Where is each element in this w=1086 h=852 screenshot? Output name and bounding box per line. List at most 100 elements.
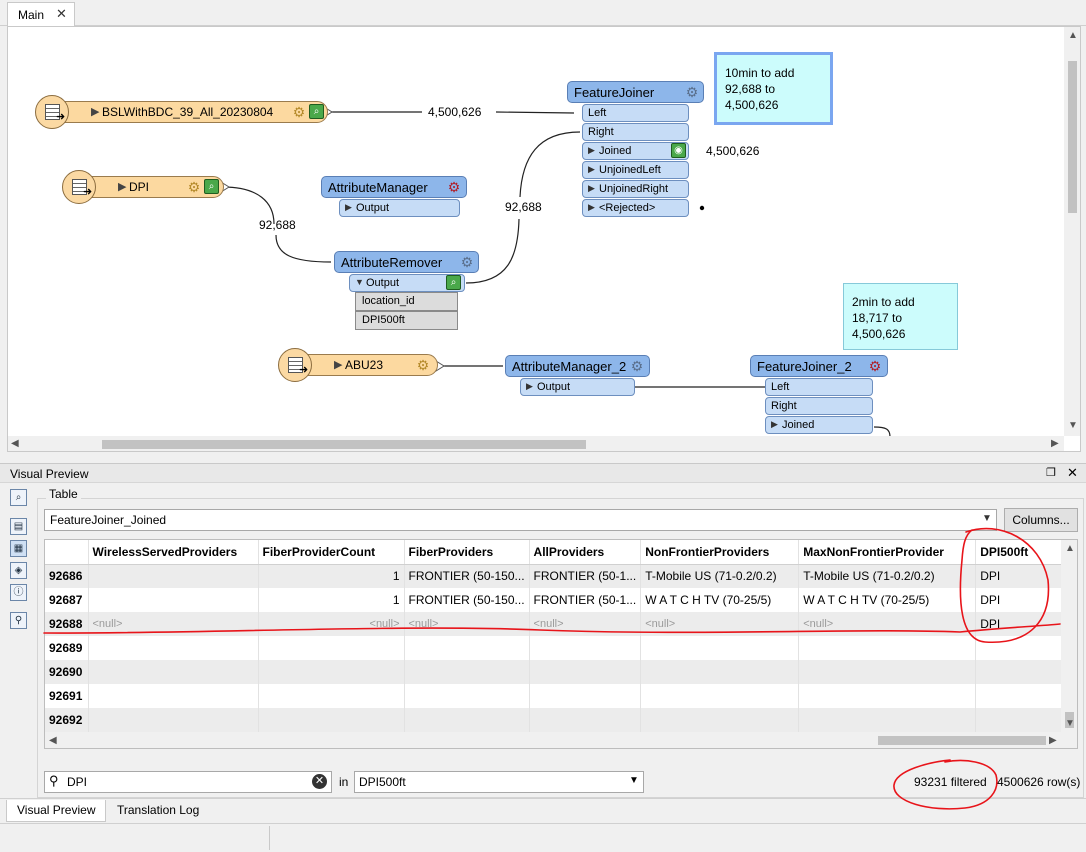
table-cell[interactable]: W A T C H TV (70-25/5)	[798, 588, 977, 612]
workspace-canvas[interactable]: ▶ BSLWithBDC_39_All_20230804 ⚙ ⌕ ➜ ▶ DPI…	[7, 26, 1081, 452]
play-icon[interactable]: ▶	[118, 181, 127, 193]
tab-main[interactable]: Main ✕	[7, 2, 75, 27]
table-row[interactable]: 92689	[45, 636, 1077, 660]
table-cell[interactable]: 1	[258, 588, 405, 612]
table-cell[interactable]	[798, 684, 977, 708]
table-cell[interactable]: FRONTIER (50-1...	[529, 588, 642, 612]
port-right[interactable]: Right	[582, 123, 689, 141]
column-header[interactable]: FiberProviders	[404, 540, 530, 565]
horizontal-scrollbar[interactable]: ◀ ▶	[45, 732, 1077, 748]
search-input[interactable]: ⚲ DPI ✕	[44, 771, 332, 793]
column-header[interactable]	[45, 540, 89, 565]
gear-icon[interactable]: ⚙	[630, 358, 644, 374]
table-cell[interactable]: <null>	[640, 612, 800, 636]
table-cell[interactable]	[258, 660, 405, 684]
gear-icon[interactable]: ⚙	[416, 357, 430, 373]
table-row[interactable]: 92688<null><null><null><null><null><null…	[45, 612, 1077, 636]
table-cell[interactable]	[404, 684, 530, 708]
table-cell[interactable]	[975, 660, 1077, 684]
table-cell[interactable]	[404, 660, 530, 684]
table-cell[interactable]: FRONTIER (50-150...	[404, 588, 530, 612]
inspect-icon[interactable]: ⌕	[309, 104, 324, 119]
layout-icon[interactable]: ▤	[10, 518, 27, 535]
feature-info-icon[interactable]: ⓘ	[10, 584, 27, 601]
table-cell[interactable]: T-Mobile US (71-0.2/0.2)	[798, 564, 977, 588]
gear-icon[interactable]: ⚙	[460, 254, 474, 270]
column-header[interactable]: AllProviders	[529, 540, 642, 565]
close-icon[interactable]: ✕	[56, 6, 67, 21]
columns-button[interactable]: Columns...	[1004, 508, 1078, 532]
table-cell[interactable]: FRONTIER (50-1...	[529, 564, 642, 588]
table-cell[interactable]	[640, 660, 800, 684]
table-cell[interactable]	[529, 708, 642, 732]
play-icon[interactable]: ▶	[334, 359, 343, 371]
table-view-icon[interactable]: ▦	[10, 540, 27, 557]
port-output[interactable]: ▶Output	[339, 199, 460, 217]
table-cell[interactable]	[404, 708, 530, 732]
column-header[interactable]: MaxNonFrontierProvider	[798, 540, 977, 565]
table-cell[interactable]: <null>	[529, 612, 642, 636]
play-icon[interactable]: ▶	[91, 106, 100, 118]
table-cell[interactable]	[975, 708, 1077, 732]
table-cell[interactable]	[258, 636, 405, 660]
table-cell[interactable]	[529, 684, 642, 708]
tab-visual-preview[interactable]: Visual Preview	[6, 800, 107, 822]
table-cell[interactable]	[88, 588, 259, 612]
float-panel-icon[interactable]: ❐	[1046, 467, 1056, 479]
table-cell[interactable]	[88, 708, 259, 732]
column-header[interactable]: FiberProviderCount	[258, 540, 405, 565]
featurejoiner2-node[interactable]: FeatureJoiner_2 ⚙	[750, 355, 888, 377]
reader-dpi[interactable]: ▶ DPI ⚙ ⌕	[80, 176, 224, 198]
reader-abu23[interactable]: ▶ ABU23 ⚙	[296, 354, 438, 376]
table-row[interactable]: 92691	[45, 684, 1077, 708]
table-cell[interactable]: <null>	[88, 612, 259, 636]
table-row[interactable]: 92690	[45, 660, 1077, 684]
port-left[interactable]: Left	[765, 378, 873, 396]
table-cell[interactable]: FRONTIER (50-150...	[404, 564, 530, 588]
port-left[interactable]: Left	[582, 104, 689, 122]
port-right[interactable]: Right	[765, 397, 873, 415]
reader-bslwithbdc[interactable]: ▶ BSLWithBDC_39_All_20230804 ⚙ ⌕	[53, 101, 328, 123]
table-cell[interactable]	[798, 660, 977, 684]
port-output[interactable]: ▼Output⌕	[349, 274, 465, 292]
inspect-icon[interactable]: ⌕	[204, 179, 219, 194]
graphics-view-icon[interactable]: ◈	[10, 562, 27, 579]
table-cell[interactable]	[88, 636, 259, 660]
port-joined[interactable]: ▶Joined	[765, 416, 873, 434]
table-cell[interactable]	[88, 660, 259, 684]
attributeremover-node[interactable]: AttributeRemover ⚙	[334, 251, 479, 273]
table-cell[interactable]	[640, 708, 800, 732]
table-cell[interactable]: <null>	[798, 612, 977, 636]
port-rejected[interactable]: ▶<Rejected>	[582, 199, 689, 217]
inspect-icon[interactable]: ◉	[671, 143, 686, 158]
gear-icon[interactable]: ⚙	[685, 84, 699, 100]
horizontal-scrollbar[interactable]: ◀ ▶	[8, 436, 1064, 451]
table-cell[interactable]	[798, 636, 977, 660]
vertical-scrollbar[interactable]: ▲ ▼	[1061, 540, 1077, 732]
clear-icon[interactable]: ✕	[312, 774, 327, 789]
table-cell[interactable]	[258, 708, 405, 732]
column-header[interactable]: WirelessServedProviders	[88, 540, 259, 565]
gear-icon[interactable]: ⚙	[868, 358, 882, 374]
table-cell[interactable]	[529, 636, 642, 660]
gear-icon[interactable]: ⚙	[187, 179, 201, 195]
gear-icon[interactable]: ⚙	[447, 179, 461, 195]
vertical-scrollbar[interactable]: ▲ ▼	[1064, 27, 1080, 436]
port-output[interactable]: ▶Output	[520, 378, 635, 396]
table-cell[interactable]	[640, 684, 800, 708]
port-unjoinedleft[interactable]: ▶UnjoinedLeft	[582, 161, 689, 179]
table-cell[interactable]: <null>	[404, 612, 530, 636]
port-joined[interactable]: ▶Joined◉	[582, 142, 689, 160]
featurejoiner-node[interactable]: FeatureJoiner ⚙	[567, 81, 704, 103]
inspect-tool-icon[interactable]: ⌕	[10, 489, 27, 506]
search-column-select[interactable]: DPI500ft ▼	[354, 771, 644, 793]
table-cell[interactable]	[88, 684, 259, 708]
table-cell[interactable]: <null>	[258, 612, 405, 636]
table-row[interactable]: 92692	[45, 708, 1077, 732]
table-cell[interactable]	[88, 564, 259, 588]
table-cell[interactable]: 1	[258, 564, 405, 588]
tab-translation-log[interactable]: Translation Log	[117, 803, 200, 817]
table-cell[interactable]	[404, 636, 530, 660]
